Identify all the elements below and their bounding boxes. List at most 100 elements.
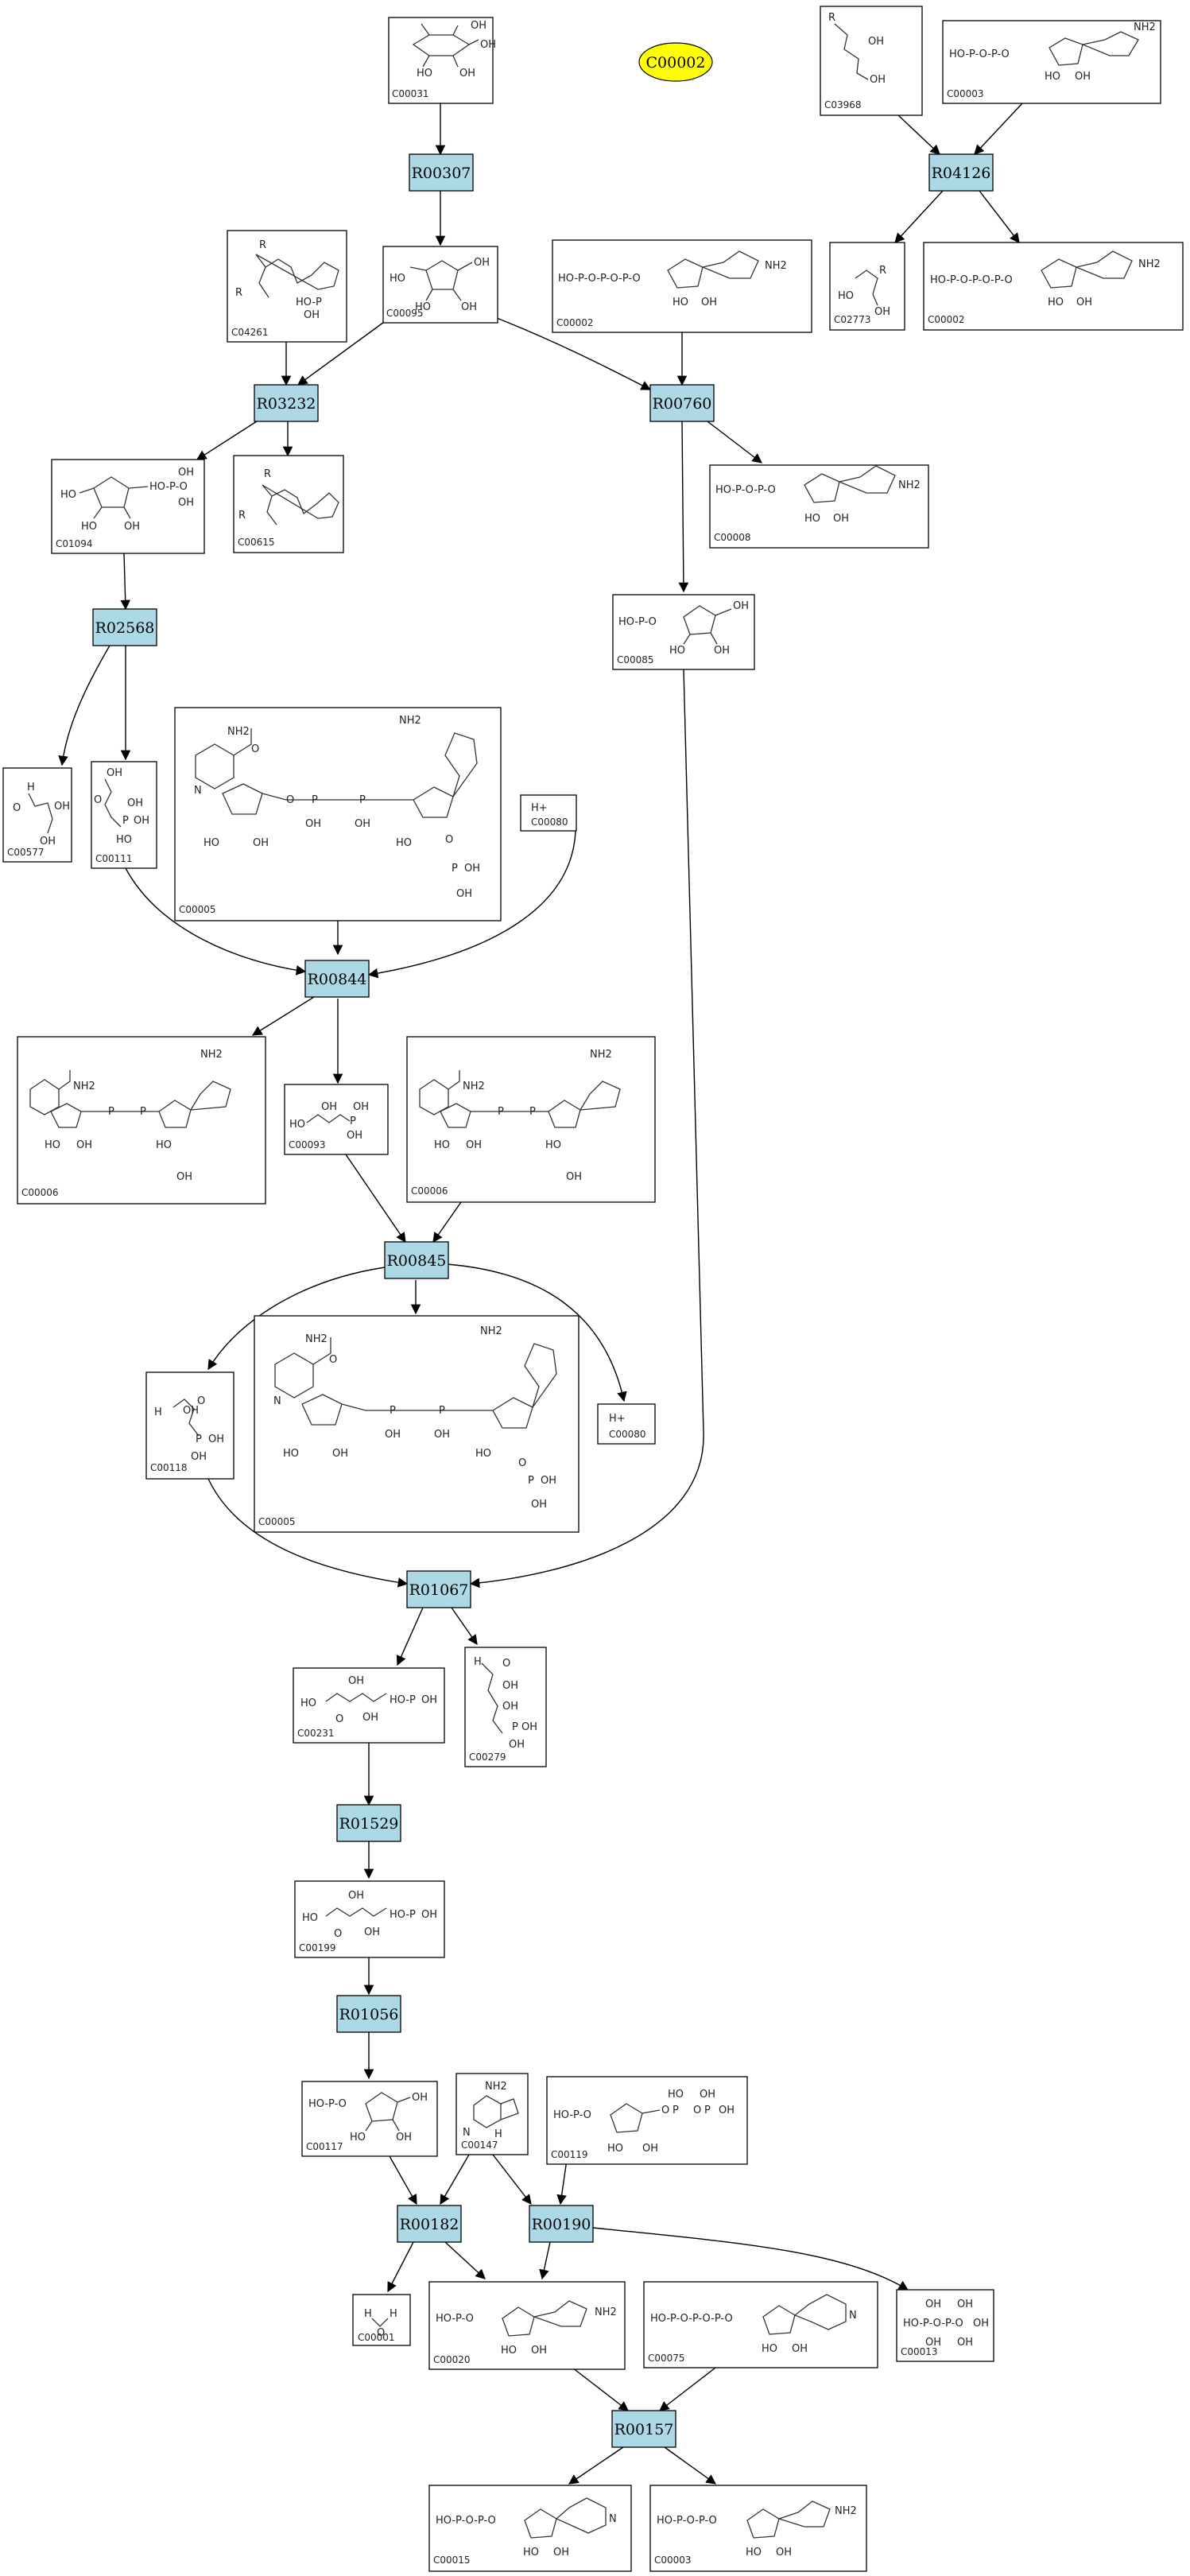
compound-box[interactable]	[294, 1880, 445, 1958]
compound-node-c00117[interactable]: HO-P-O OH HO OH C00117	[301, 2081, 438, 2157]
reaction-node-r01056[interactable]: R01056	[336, 1995, 401, 2033]
compound-node-c00075[interactable]: HO-P-O-P-O-P-O N HO OH C00075	[643, 2281, 878, 2368]
reaction-node-r00844[interactable]: R00844	[304, 960, 370, 998]
compound-node-c00008[interactable]: HO-P-O-P-O NH2 HO OH C00008	[709, 464, 929, 549]
compound-id: C00119	[551, 2149, 588, 2160]
compound-node-c00005-mid[interactable]: NH2 O N HO OH P P OH OH NH2 O P OH OH HO	[254, 1315, 579, 1533]
compound-box[interactable]	[552, 239, 812, 333]
compound-node-c00015[interactable]: HO-P-O-P-O N HO OH C00015	[428, 2485, 632, 2572]
compound-box[interactable]	[597, 1403, 656, 1445]
reaction-box[interactable]	[529, 2205, 594, 2243]
compound-box[interactable]	[428, 2281, 626, 2370]
compound-box[interactable]	[51, 459, 205, 554]
compound-node-c00002-right[interactable]: HO-P-O-P-O-P-O NH2 HO OH C00002	[923, 242, 1184, 331]
reaction-box[interactable]	[336, 1804, 401, 1842]
compound-node-c00006-left[interactable]: NH2 P P NH2 HO OH HO OH C00006	[17, 1036, 266, 1205]
compound-node-c00005-top[interactable]: NH2 O N HO OH O P P OH OH NH2 O P OH OH …	[174, 707, 502, 921]
reaction-box[interactable]	[649, 384, 715, 422]
compound-node-c00615[interactable]: R R C00615	[233, 455, 344, 553]
compound-box[interactable]	[923, 242, 1184, 331]
reaction-node-r03232[interactable]: R03232	[254, 384, 319, 422]
compound-node-c00080-top[interactable]: H+ C00080	[520, 794, 577, 832]
compound-box[interactable]	[464, 1647, 547, 1767]
compound-box[interactable]	[2, 767, 72, 863]
compound-node-c00006-right[interactable]: NH2 P P NH2 HO OH HO OH C00006	[406, 1036, 656, 1203]
compound-node-c00118[interactable]: H O OH P OH OH C00118	[145, 1371, 235, 1480]
compound-box[interactable]	[829, 242, 905, 331]
chem-label: O	[94, 794, 102, 806]
compound-node-c00093[interactable]: HO OH OH P OH C00093	[284, 1084, 389, 1155]
compound-box[interactable]	[17, 1036, 266, 1205]
compound-node-c00199[interactable]: HO OH O OH HO-P OH C00199	[294, 1880, 445, 1958]
compound-node-c00231[interactable]: HO OH O OH HO-P OH C00231	[293, 1667, 445, 1744]
compound-node-c00119[interactable]: HO-P-O O P O P OH HO OH HO OH C00119	[546, 2076, 748, 2165]
compound-node-c00031[interactable]: OH OH HO OH C00031	[388, 17, 496, 104]
compound-box[interactable]	[382, 246, 498, 324]
compound-node-c00095[interactable]: HO OH HO OH C00095	[382, 246, 498, 324]
compound-box[interactable]	[91, 761, 157, 869]
reaction-box[interactable]	[336, 1995, 401, 2033]
reaction-box[interactable]	[611, 2410, 676, 2448]
compound-node-c00111[interactable]: OH O OH P OH HO C00111	[91, 761, 157, 869]
focus-compound-node[interactable]: C00002	[638, 42, 713, 82]
compound-box[interactable]	[145, 1371, 235, 1480]
compound-node-c00080-mid[interactable]: H+ C00080	[597, 1403, 656, 1445]
compound-node-c00002-mid[interactable]: HO-P-O-P-O-P-O NH2 HO OH C00002	[552, 239, 812, 333]
reaction-box[interactable]	[409, 153, 474, 192]
reaction-box[interactable]	[406, 1570, 471, 1608]
compound-node-c00279[interactable]: H O OH OH P OH OH C00279	[464, 1647, 547, 1767]
compound-box[interactable]	[174, 707, 502, 921]
reaction-box[interactable]	[928, 153, 994, 192]
compound-box[interactable]	[284, 1084, 389, 1155]
compound-box[interactable]	[612, 594, 755, 670]
compound-box[interactable]	[301, 2081, 438, 2157]
focus-ellipse[interactable]	[638, 42, 713, 82]
compound-node-c00577[interactable]: H O OH OH C00577	[2, 767, 72, 863]
compound-node-c03968[interactable]: R OH OH C03968	[820, 6, 923, 116]
compound-box[interactable]	[352, 2294, 411, 2346]
compound-box[interactable]	[254, 1315, 579, 1533]
compound-id: C00003	[947, 88, 984, 99]
reaction-node-r00190[interactable]: R00190	[529, 2205, 594, 2243]
compound-node-c04261[interactable]: R R HO-P OH C04261	[227, 230, 347, 343]
compound-node-c00147[interactable]: NH2 N H C00147	[455, 2073, 529, 2155]
reaction-node-r00307[interactable]: R00307	[409, 153, 474, 192]
compound-box[interactable]	[546, 2076, 748, 2165]
proton-label: H+	[609, 1413, 626, 1425]
compound-box[interactable]	[406, 1036, 656, 1203]
chem-label: P	[196, 1433, 202, 1445]
reaction-node-r00845[interactable]: R00845	[384, 1241, 449, 1279]
compound-node-c00020[interactable]: HO-P-O NH2 HO OH C00020	[428, 2281, 626, 2370]
compound-box[interactable]	[896, 2289, 994, 2362]
reaction-node-r00157[interactable]: R00157	[611, 2410, 676, 2448]
compound-box[interactable]	[709, 464, 929, 549]
reaction-box[interactable]	[92, 608, 157, 646]
reaction-nodes: R00307 R04126 R03232 R00760 R02568 R0084…	[92, 153, 994, 2448]
reaction-box[interactable]	[254, 384, 319, 422]
compound-box[interactable]	[293, 1667, 445, 1744]
reaction-node-r01529[interactable]: R01529	[336, 1804, 401, 1842]
compound-node-c00085[interactable]: HO-P-O OH HO OH C00085	[612, 594, 755, 670]
reaction-node-r02568[interactable]: R02568	[92, 608, 157, 646]
compound-box[interactable]	[227, 230, 347, 343]
reaction-box[interactable]	[384, 1241, 449, 1279]
reaction-node-r04126[interactable]: R04126	[928, 153, 994, 192]
reaction-box[interactable]	[397, 2205, 462, 2243]
reaction-node-r01067[interactable]: R01067	[406, 1570, 471, 1608]
compound-node-c00003-bottom[interactable]: HO-P-O-P-O NH2 HO OH C00003	[649, 2485, 867, 2572]
reaction-node-r00760[interactable]: R00760	[649, 384, 715, 422]
compound-box[interactable]	[649, 2485, 867, 2572]
reaction-node-r00182[interactable]: R00182	[397, 2205, 462, 2243]
compound-node-c00013[interactable]: HO-P-O-P-O OH OH OH OH OH C00013	[896, 2289, 994, 2362]
compound-node-c00001[interactable]: H O H C00001	[352, 2294, 411, 2346]
compound-node-c02773[interactable]: R HO OH C02773	[829, 242, 905, 331]
compound-box[interactable]	[820, 6, 923, 116]
compound-box[interactable]	[388, 17, 494, 104]
reaction-box[interactable]	[304, 960, 370, 998]
compound-box[interactable]	[233, 455, 344, 553]
compound-box[interactable]	[942, 20, 1161, 104]
compound-box[interactable]	[520, 794, 577, 832]
compound-node-c01094[interactable]: HO-P-O OH OH HO HO OH C01094	[51, 459, 205, 554]
edge-c00075-r00157	[659, 2367, 716, 2411]
compound-node-c00003-top[interactable]: HO-P-O-P-O NH2 HO OH C00003	[942, 20, 1161, 104]
